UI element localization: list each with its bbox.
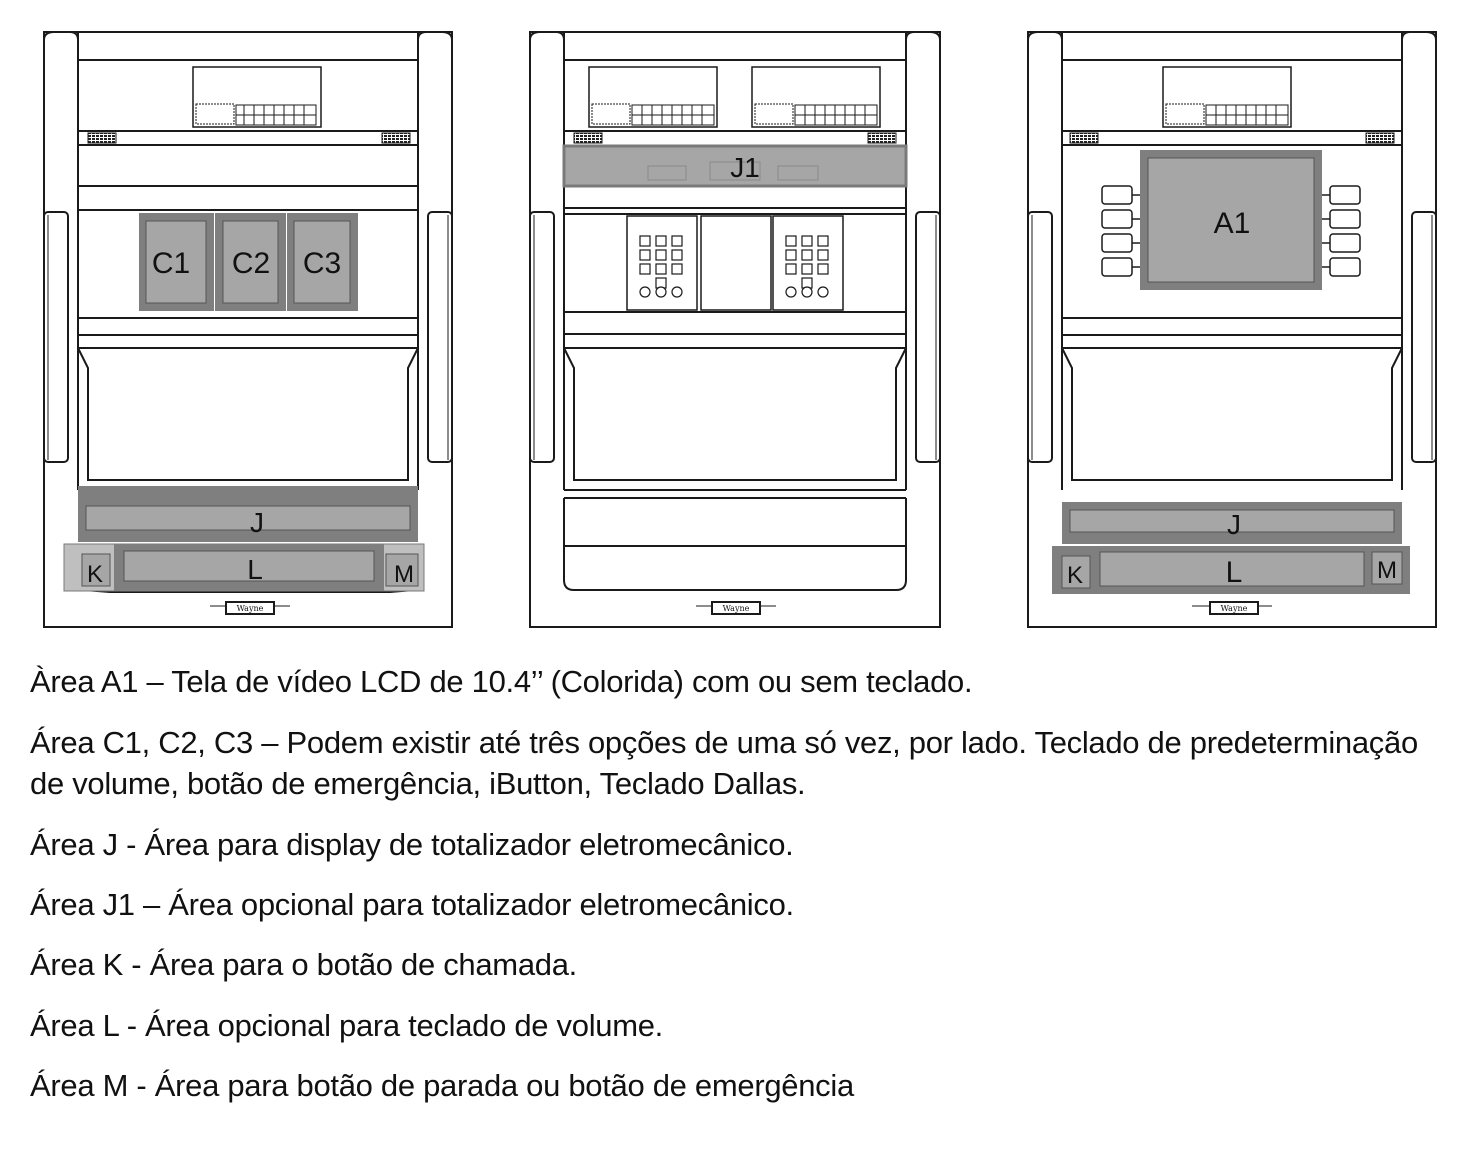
dispenser-middle [529,31,941,628]
keypad-left [639,235,683,298]
label-c3: C3 [303,247,341,280]
label-a1: A1 [1214,207,1251,240]
zone-c-group [139,213,358,311]
label-j-left: J [250,507,264,538]
label-j-right: J [1227,509,1241,540]
label-c1: C1 [152,247,190,280]
description-c1-c2-c3: Área C1, C2, C3 – Podem existir até três… [30,725,1418,801]
grille-right [381,132,411,144]
softkeys-left [1101,185,1142,277]
description-k: Área K - Área para o botão de chamada. [30,947,577,982]
zone-j-right [1062,502,1402,544]
brand-logo-right: Wayne [1221,604,1248,613]
label-k-right: K [1067,562,1083,589]
description-a1: Àrea A1 – Tela de vídeo LCD de 10.4’’ (C… [30,664,973,699]
zone-j-left [78,486,418,542]
description-m: Área M - Área para botão de parada ou bo… [30,1068,854,1103]
label-l-left: L [247,554,263,585]
label-m-left: M [394,561,414,588]
keypad-right [785,235,829,298]
brand-logo-middle: Wayne [723,604,750,613]
description-l: Área L - Área opcional para teclado de v… [30,1008,663,1043]
description-j: Área J - Área para display de totalizado… [30,827,794,862]
description-j1: Área J1 – Área opcional para totalizador… [30,887,794,922]
label-j1: J1 [730,152,760,183]
zone-klm-right [1052,546,1410,594]
digit-window [235,104,317,126]
softkeys-right [1320,185,1361,277]
label-m-right: M [1377,557,1397,584]
zone-j1 [562,144,908,188]
zone-a1 [1140,150,1322,290]
brand-logo-left: Wayne [237,604,264,613]
dispenser-diagrams: C1 C2 C3 J K L M Wayne [43,31,1437,628]
label-l-right: L [1226,556,1243,589]
label-k-left: K [87,561,103,588]
zone-klm-left [63,543,425,592]
grille-left [87,132,117,144]
label-c2: C2 [232,247,270,280]
